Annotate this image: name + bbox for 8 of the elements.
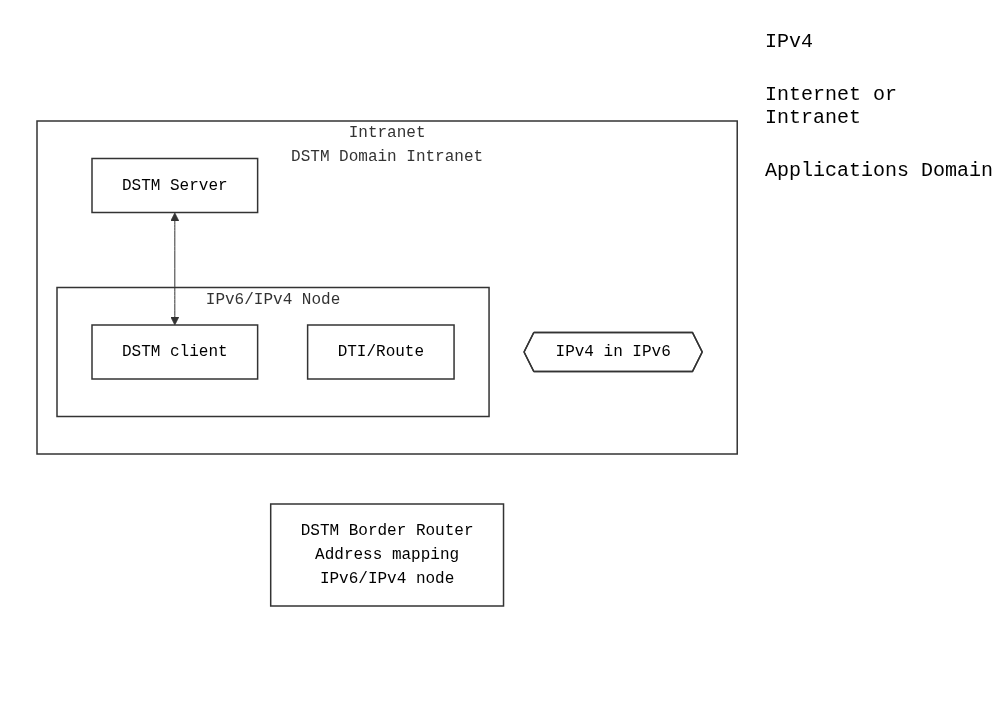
node-box: DSTM Border Router Address mapping IPv6/IPv4 node [270, 502, 505, 607]
node-box: DTI/Route [307, 323, 456, 380]
node-box: DSTM Server [91, 157, 259, 213]
node-box: DSTM client [91, 323, 259, 380]
region-label: Applications Domain [765, 159, 995, 182]
region-label: Internet or Intranet [765, 83, 899, 129]
region-label: IPv4 [765, 30, 814, 53]
arrow [170, 212, 180, 325]
